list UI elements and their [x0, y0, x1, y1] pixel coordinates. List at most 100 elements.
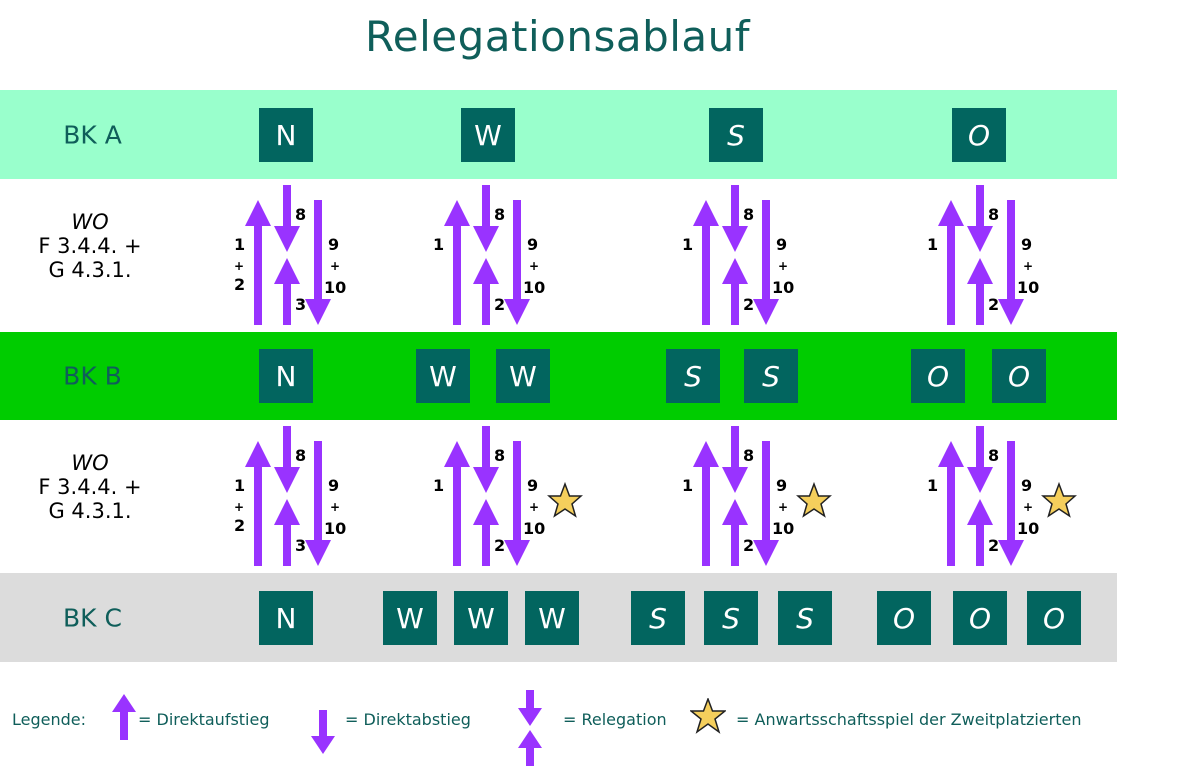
relegation-label: 10 — [523, 278, 545, 297]
promotion-label: 1 — [234, 235, 245, 254]
relegation-label: 9 — [527, 235, 538, 254]
relegation-label: + — [778, 259, 788, 273]
team-box-w: W — [461, 108, 515, 162]
rule-line: WO — [71, 210, 109, 234]
team-box-s: S — [709, 108, 763, 162]
promotion-label: + — [234, 259, 244, 273]
team-box-o: O — [952, 108, 1006, 162]
relegation-down-arrow — [473, 426, 499, 493]
relegation-label: + — [1023, 259, 1033, 273]
team-box-s: S — [744, 349, 798, 403]
star-icon — [1041, 481, 1077, 518]
direct-relegation-arrow — [504, 441, 530, 566]
relegation-down-label: 8 — [988, 205, 999, 224]
promotion-label: 1 — [433, 235, 444, 254]
promotion-label: 1 — [234, 476, 245, 495]
relegation-up-arrow — [473, 258, 499, 325]
relegation-label: 9 — [527, 476, 538, 495]
team-box-o: O — [992, 349, 1046, 403]
arrow-down-icon — [311, 710, 335, 754]
relegation-down-arrow — [274, 426, 300, 493]
promotion-label: 1 — [682, 476, 693, 495]
relegation-up-label: 2 — [743, 536, 754, 555]
relegation-down-label: 8 — [743, 205, 754, 224]
relegation-label: + — [529, 259, 539, 273]
relegation-label: 10 — [523, 519, 545, 538]
legend-heading: Legende: — [12, 710, 87, 729]
direct-promotion-arrow — [245, 441, 271, 566]
legend-label-direktabstieg: = Direktabstieg — [345, 710, 471, 729]
team-box-s: S — [631, 591, 685, 645]
rule-line: G 4.3.1. — [48, 258, 132, 282]
relegation-up-label: 3 — [295, 536, 306, 555]
relegation-up-label: 2 — [494, 536, 505, 555]
transition-row-b-c: WO F 3.4.4. + G 4.3.1. 8 3 1 +2 9 +10 8 2 1 9 +10 8… — [0, 421, 1200, 571]
relegation-label: 10 — [324, 278, 346, 297]
relegation-label: 9 — [1021, 235, 1032, 254]
relegation-up-label: 2 — [988, 536, 999, 555]
relegation-up-arrow — [473, 499, 499, 566]
direct-promotion-arrow — [693, 200, 719, 325]
relegation-up-arrow — [274, 499, 300, 566]
relegation-down-arrow — [722, 426, 748, 493]
legend: Legende: = Direktaufstieg = Direktabstie… — [0, 690, 1200, 766]
star-icon — [547, 481, 583, 518]
legend-label-direktaufstieg: = Direktaufstieg — [138, 710, 270, 729]
direct-relegation-arrow — [998, 441, 1024, 566]
relegation-down-label: 8 — [295, 205, 306, 224]
promotion-label: + — [234, 500, 244, 514]
team-box-o: O — [877, 591, 931, 645]
relegation-label: + — [330, 500, 340, 514]
team-box-n: N — [259, 591, 313, 645]
star-icon — [796, 481, 832, 518]
team-box-w: W — [416, 349, 470, 403]
direct-promotion-arrow — [444, 441, 470, 566]
team-box-w: W — [496, 349, 550, 403]
relegation-down-arrow — [967, 185, 993, 252]
relegation-up-arrow — [967, 258, 993, 325]
promotion-label: 1 — [433, 476, 444, 495]
relegation-label: 9 — [1021, 476, 1032, 495]
team-box-s: S — [666, 349, 720, 403]
relegation-up-label: 2 — [988, 295, 999, 314]
team-box-o: O — [953, 591, 1007, 645]
relegation-up-label: 2 — [743, 295, 754, 314]
band-label: BK C — [63, 603, 122, 632]
direct-relegation-arrow — [753, 441, 779, 566]
direct-relegation-arrow — [305, 441, 331, 566]
legend-label-relegation: = Relegation — [563, 710, 667, 729]
team-box-n: N — [259, 349, 313, 403]
rule-line: F 3.4.4. + — [38, 234, 142, 258]
relegation-down-arrow — [967, 426, 993, 493]
rule-line: F 3.4.4. + — [38, 475, 142, 499]
rule-reference: WO F 3.4.4. + G 4.3.1. — [10, 210, 170, 282]
relegation-label: + — [1023, 500, 1033, 514]
direct-promotion-arrow — [938, 441, 964, 566]
direct-promotion-arrow — [938, 200, 964, 325]
relegation-down-label: 8 — [494, 446, 505, 465]
direct-promotion-arrow — [693, 441, 719, 566]
team-box-o: O — [1027, 591, 1081, 645]
relegation-label: + — [529, 500, 539, 514]
relegation-down-arrow — [722, 185, 748, 252]
relegation-up-label: 2 — [494, 295, 505, 314]
promotion-label: 1 — [682, 235, 693, 254]
relegation-down-label: 8 — [295, 446, 306, 465]
team-box-w: W — [525, 591, 579, 645]
relegation-down-label: 8 — [494, 205, 505, 224]
arrow-up-icon — [112, 694, 136, 740]
relegation-down-label: 8 — [743, 446, 754, 465]
relegation-label: 10 — [324, 519, 346, 538]
rule-reference: WO F 3.4.4. + G 4.3.1. — [10, 451, 170, 523]
relegation-down-label: 8 — [988, 446, 999, 465]
relegation-label: 10 — [772, 519, 794, 538]
team-box-o: O — [911, 349, 965, 403]
relegation-label: 9 — [776, 476, 787, 495]
direct-relegation-arrow — [504, 200, 530, 325]
